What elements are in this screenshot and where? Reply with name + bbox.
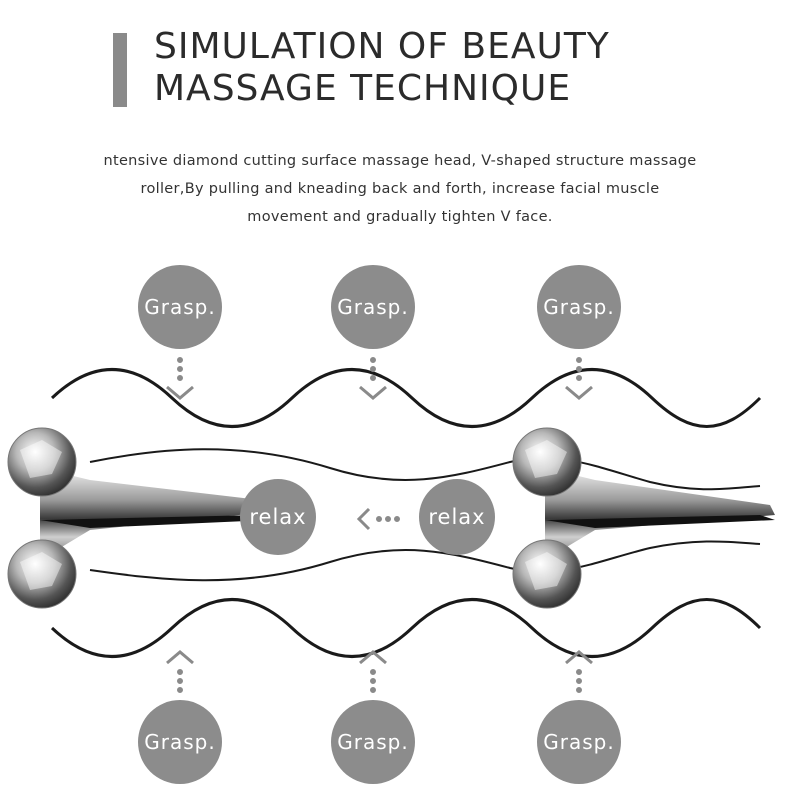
page-title: SIMULATION OF BEAUTY MASSAGE TECHNIQUE: [154, 26, 610, 110]
wave-top-inner: [89, 448, 761, 491]
title-accent-bar: [113, 33, 127, 107]
massage-roller-icon: [512, 427, 775, 609]
grasp-circle-bottom-1: Grasp.: [138, 700, 222, 784]
title-line-2: MASSAGE TECHNIQUE: [154, 68, 572, 109]
dotted-chevron-up-icon: [565, 650, 593, 693]
dotted-chevron-down-icon: [359, 357, 387, 400]
relax-circle-2: relax: [419, 479, 495, 555]
wave-bottom-outer: [50, 598, 762, 658]
description-line-3: movement and gradually tighten V face.: [247, 209, 553, 225]
wave-bottom-inner: [89, 540, 761, 582]
wave-top-outer: [50, 368, 762, 428]
grasp-circle-top-3: Grasp.: [537, 265, 621, 349]
description-line-1: ntensive diamond cutting surface massage…: [103, 153, 697, 169]
grasp-circle-bottom-3: Grasp.: [537, 700, 621, 784]
grasp-circle-top-1: Grasp.: [138, 265, 222, 349]
dotted-chevron-up-icon: [359, 650, 387, 693]
description-line-2: roller,By pulling and kneading back and …: [140, 181, 660, 197]
dotted-chevron-up-icon: [166, 650, 194, 693]
dotted-chevron-left-icon: [356, 507, 400, 531]
dotted-chevron-down-icon: [565, 357, 593, 400]
relax-circle-1: relax: [240, 479, 316, 555]
massage-roller-icon: [7, 427, 270, 609]
grasp-circle-bottom-2: Grasp.: [331, 700, 415, 784]
title-line-1: SIMULATION OF BEAUTY: [154, 26, 610, 67]
description: ntensive diamond cutting surface massage…: [20, 147, 780, 231]
grasp-circle-top-2: Grasp.: [331, 265, 415, 349]
dotted-chevron-down-icon: [166, 357, 194, 400]
